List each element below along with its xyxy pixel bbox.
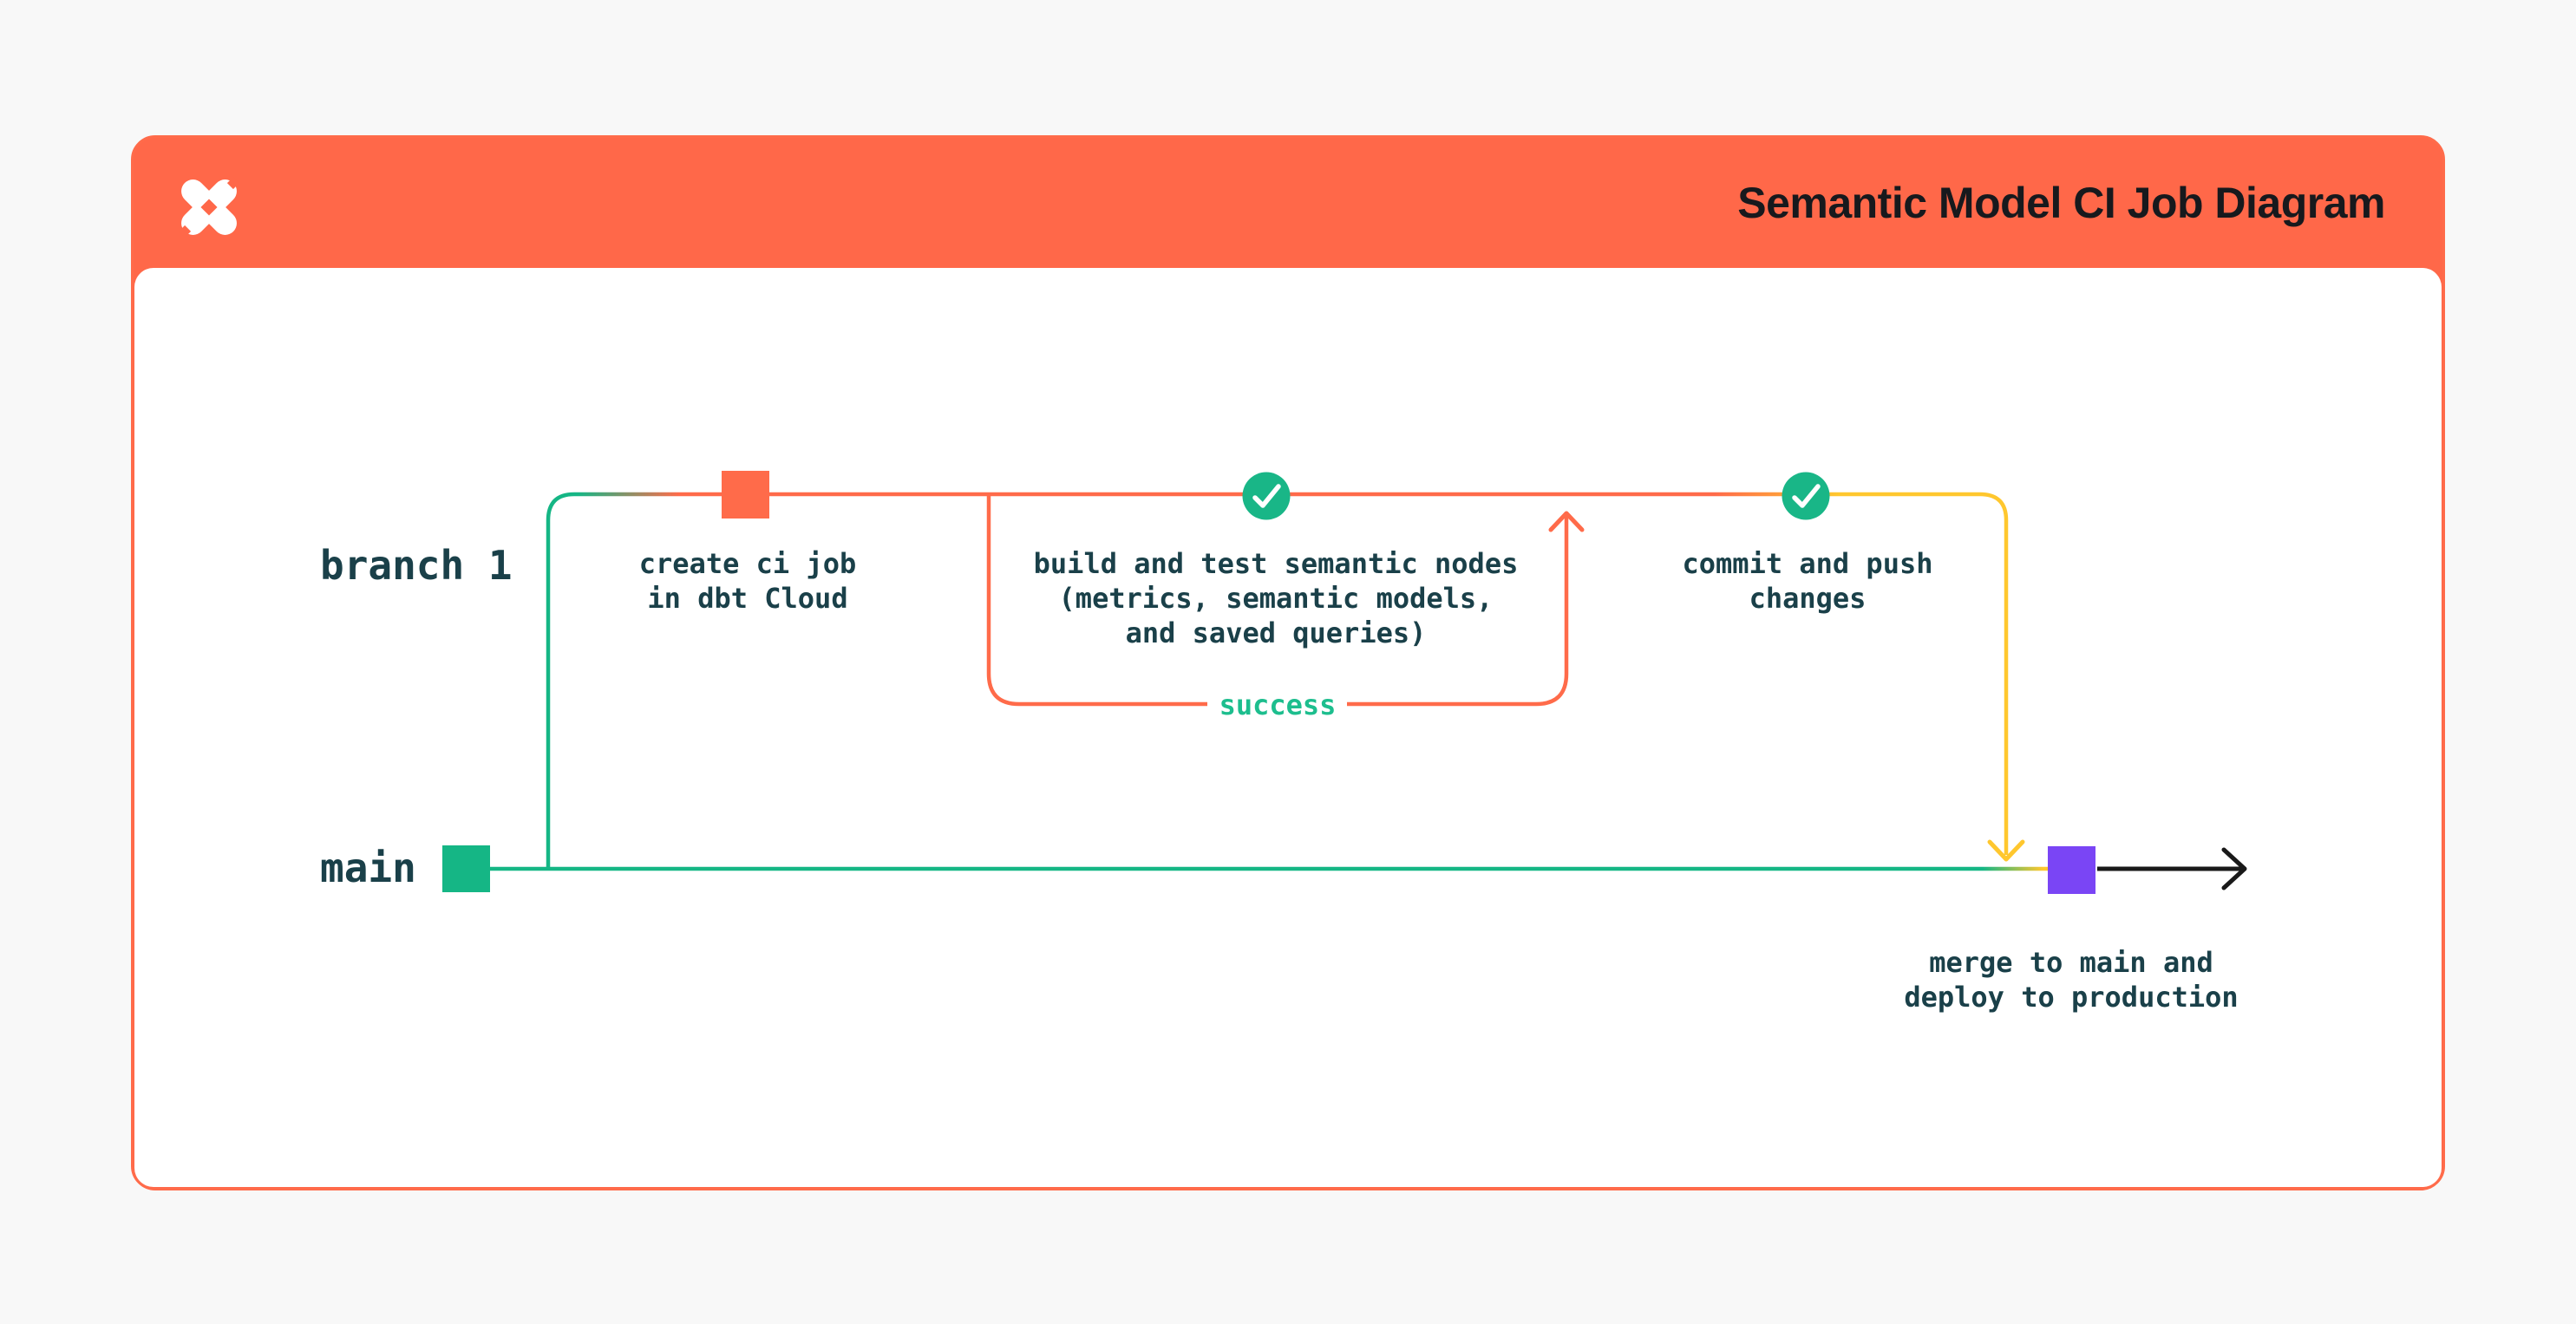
main-commit-node [442, 845, 490, 892]
step-label-merge-deploy: merge to main and deploy to production [1904, 945, 2238, 1014]
step-line: and saved queries) [1125, 616, 1427, 649]
check-circle-commit-icon [1782, 472, 1830, 520]
step-label-create-ci-job: create ci job in dbt Cloud [639, 546, 856, 616]
step-line: build and test semantic nodes [1033, 547, 1519, 580]
success-loop-arrowhead-icon [1548, 511, 1585, 532]
step-line: create ci job [638, 547, 857, 580]
card-body [134, 268, 2442, 1187]
branch1-label: branch 1 [320, 542, 513, 589]
deploy-arrowhead-icon [2221, 847, 2247, 890]
step-line: commit and push [1682, 547, 1933, 580]
merge-arrowhead-icon [1987, 839, 2025, 862]
step-line: in dbt Cloud [647, 582, 848, 615]
diagram-card: Semantic Model CI Job Diagram [131, 135, 2445, 1190]
dbt-logo-icon [179, 177, 239, 238]
success-label: success [1208, 688, 1347, 722]
page-title: Semantic Model CI Job Diagram [1737, 179, 2385, 227]
step-line: merge to main and [1929, 946, 2213, 979]
card-header: Semantic Model CI Job Diagram [134, 138, 2442, 268]
success-loop-left [986, 496, 1207, 707]
branch-commit-node [722, 471, 769, 519]
main-label: main [320, 845, 416, 891]
check-circle-build-icon [1242, 472, 1291, 520]
step-line: changes [1749, 582, 1867, 615]
step-label-build-and-test: build and test semantic nodes (metrics, … [1034, 546, 1519, 650]
step-line: deploy to production [1904, 981, 2239, 1014]
success-loop-right [1347, 515, 1569, 707]
merge-commit-node [2048, 846, 2095, 894]
step-label-commit-push: commit and push changes [1683, 546, 1933, 616]
step-line: (metrics, semantic models, [1058, 582, 1494, 615]
